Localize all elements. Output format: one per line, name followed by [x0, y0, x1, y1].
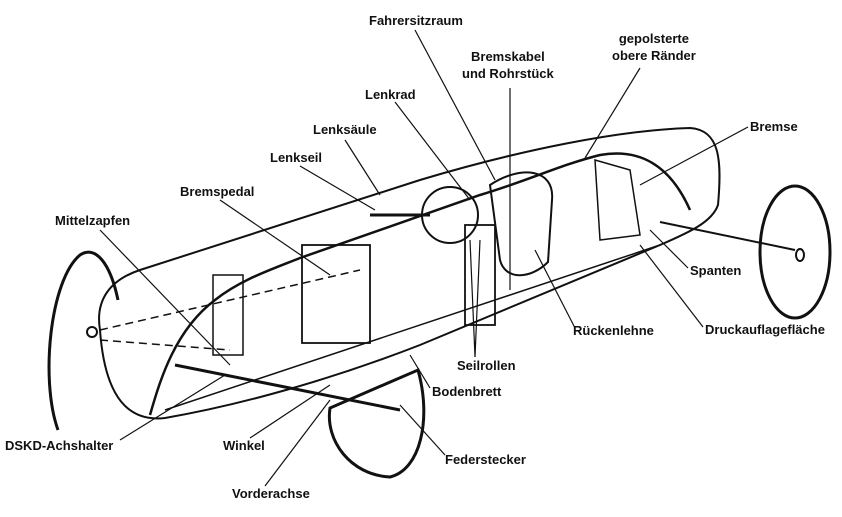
label-gepolsterte-raender: gepolsterte obere Ränder [612, 30, 696, 64]
label-gepolsterte-line1: gepolsterte [618, 31, 689, 46]
car-body-hull [98, 126, 721, 420]
label-bodenbrett: Bodenbrett [432, 384, 502, 399]
label-lenksaeule: Lenksäule [313, 122, 377, 137]
left-wheel [47, 250, 120, 431]
pedal-bulkhead [301, 244, 371, 344]
seat-back [488, 171, 554, 277]
label-bremse: Bremse [750, 119, 798, 134]
floor-board [164, 244, 661, 411]
label-winkel: Winkel [223, 438, 265, 453]
label-bremspedal: Bremspedal [180, 184, 255, 199]
label-rueckenlehne: Rückenlehne [573, 323, 654, 338]
label-spanten: Spanten [690, 263, 742, 278]
label-dskd-achshalter: DSKD-Achshalter [5, 438, 114, 453]
seat-frame [464, 224, 496, 326]
label-bremskabel: Bremskabel und Rohrstück [462, 48, 554, 82]
front-axle [174, 363, 401, 412]
label-federstecker: Federstecker [445, 452, 526, 467]
label-gepolsterte-line2: obere Ränder [612, 48, 696, 63]
label-mittelzapfen: Mittelzapfen [55, 213, 131, 228]
front-wheel [327, 367, 426, 479]
rear-wheel [758, 184, 832, 320]
label-bremskabel-line2: und Rohrstück [462, 66, 554, 81]
steering-wheel [421, 186, 479, 244]
label-vorderachse: Vorderachse [232, 486, 310, 501]
label-seilrollen: Seilrollen [457, 358, 516, 373]
label-lenkseil: Lenkseil [270, 150, 323, 165]
label-lenkrad: Lenkrad [365, 87, 416, 102]
cockpit-edge [148, 152, 692, 416]
label-fahrersitzraum: Fahrersitzraum [369, 13, 463, 28]
label-druckauflageflaeche: Druckauflagefläche [705, 322, 825, 337]
label-bremskabel-line1: Bremskabel [471, 49, 545, 64]
